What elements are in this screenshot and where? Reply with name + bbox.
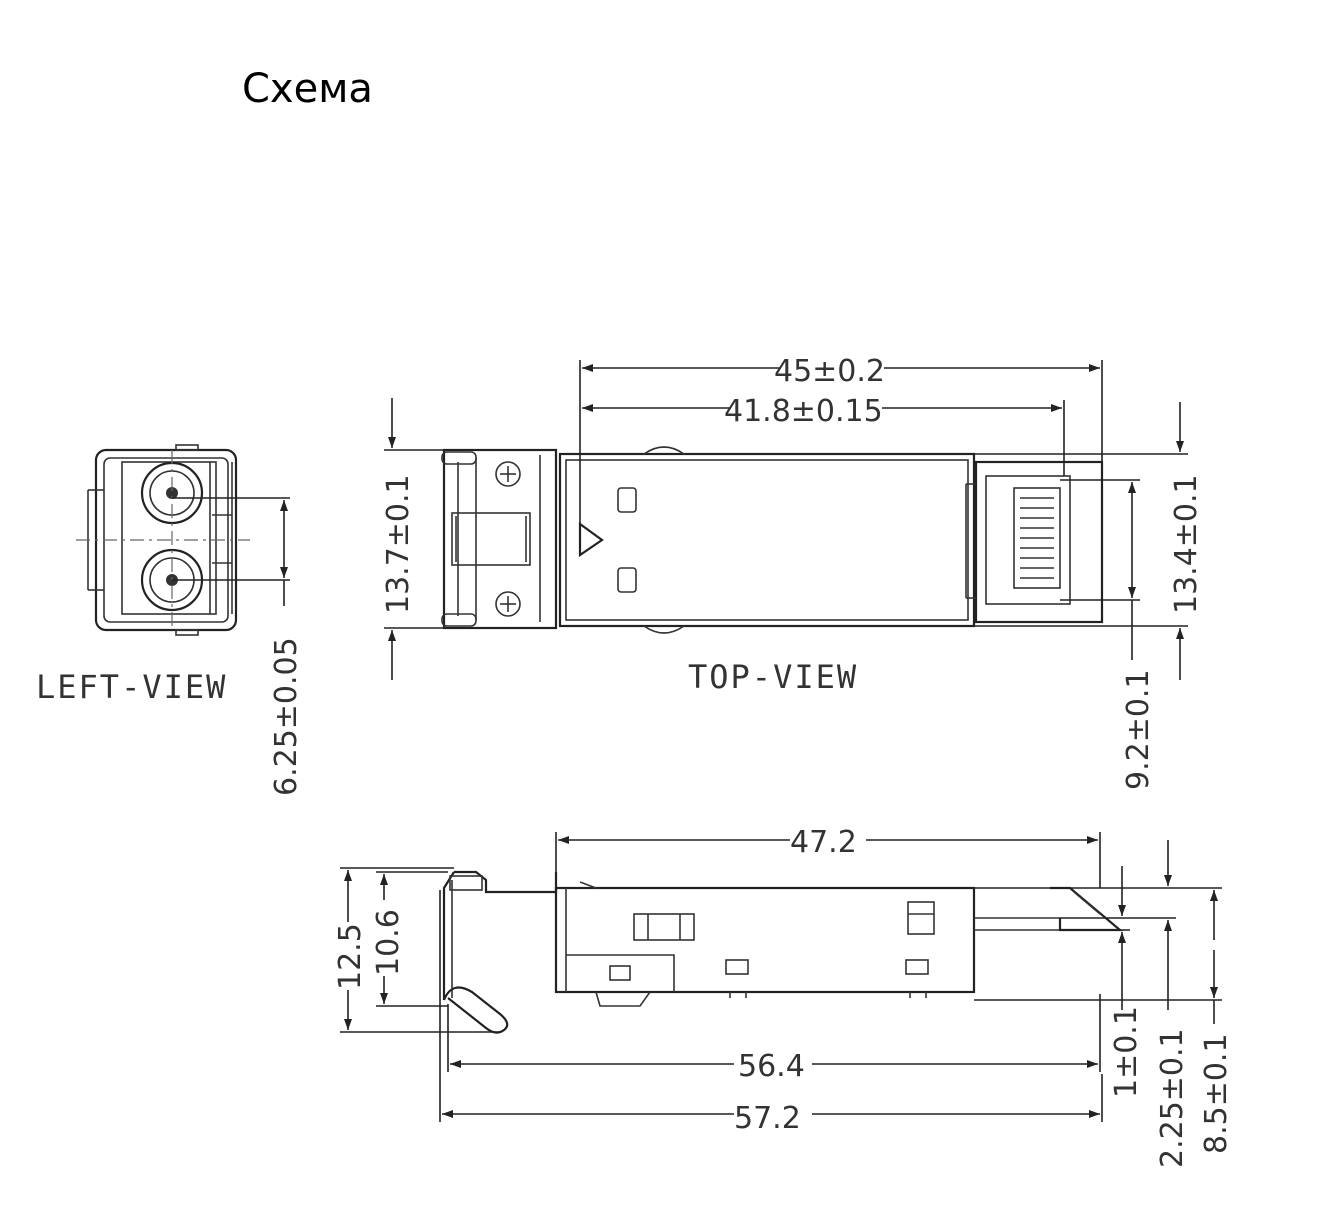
dim-10-6: 10.6 [371, 909, 406, 976]
left-view-label: LEFT-VIEW [36, 668, 227, 706]
dim-13-4: 13.4±0.1 [1169, 474, 1204, 614]
left-view-drawing [76, 444, 290, 636]
dim-12-5: 12.5 [333, 923, 368, 990]
dim-41-8: 41.8±0.15 [724, 394, 883, 429]
dim-45: 45±0.2 [774, 354, 885, 389]
dim-8-5: 8.5±0.1 [1199, 1033, 1234, 1154]
dim-1: 1±0.1 [1109, 1006, 1144, 1098]
top-view-drawing [384, 360, 1188, 680]
dim-56-4: 56.4 [738, 1049, 805, 1084]
page-title: Схема [242, 66, 373, 112]
dim-9-2: 9.2±0.1 [1121, 669, 1156, 790]
dim-47-2: 47.2 [790, 825, 857, 860]
dim-6-25: 6.25±0.05 [269, 637, 304, 796]
side-view-drawing [340, 832, 1222, 1122]
dim-13-7: 13.7±0.1 [381, 474, 416, 614]
top-view-label: TOP-VIEW [688, 658, 858, 696]
dim-57-2: 57.2 [734, 1101, 801, 1136]
dim-2-25: 2.25±0.1 [1155, 1028, 1190, 1168]
